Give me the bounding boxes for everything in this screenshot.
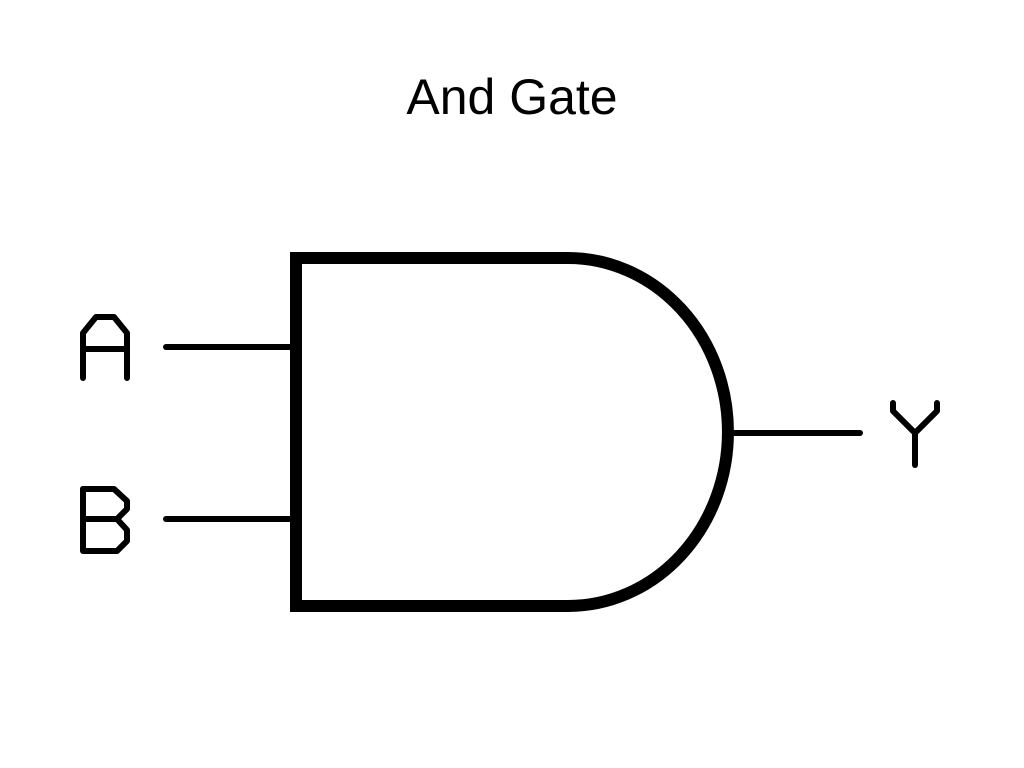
slide-title: And Gate — [406, 69, 618, 125]
input-label-a — [80, 314, 130, 381]
output-label-y — [890, 400, 940, 468]
input-label-b — [80, 486, 130, 554]
and-gate-body — [290, 252, 734, 612]
